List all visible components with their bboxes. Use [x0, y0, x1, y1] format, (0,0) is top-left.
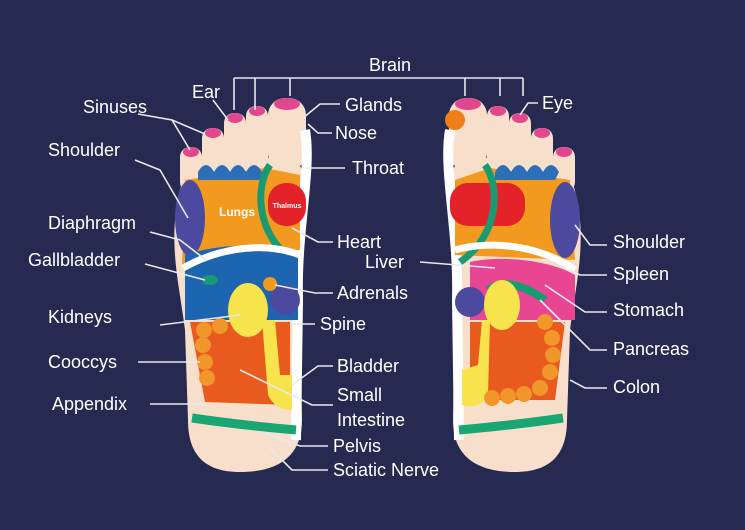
left-foot: Thalmus Lungs — [174, 77, 524, 472]
right-shoulder-label: Shoulder — [613, 232, 685, 252]
neck-region — [198, 165, 262, 180]
kidney-region — [228, 283, 268, 337]
adrenals-label: Adrenals — [337, 283, 408, 303]
eye-label: Eye — [542, 93, 573, 113]
left-shoulder-label: Shoulder — [48, 140, 120, 160]
lungs-label: Lungs — [219, 205, 255, 219]
kidneys-label: Kidneys — [48, 307, 112, 327]
thalmus-label: Thalmus — [273, 203, 302, 210]
small-intestine-label-line1: Small — [337, 385, 382, 405]
heart-region — [450, 183, 525, 226]
ear-label: Ear — [192, 82, 220, 102]
spine-label: Spine — [320, 314, 366, 334]
liver-label: Liver — [365, 252, 404, 272]
leader-lines — [134, 99, 607, 471]
colon-label: Colon — [613, 377, 660, 397]
spleen-label: Spleen — [613, 264, 669, 284]
adrenals-region — [270, 285, 300, 315]
stomach-label: Stomach — [613, 300, 684, 320]
glands-label: Glands — [345, 95, 402, 115]
pelvis-label: Pelvis — [333, 436, 381, 456]
small-intestine-label-line2: Intestine — [337, 410, 405, 430]
appendix-label: Appendix — [52, 394, 127, 414]
diaphragm-label: Diaphragm — [48, 213, 136, 233]
diaphragm-line — [181, 244, 302, 272]
pancreas-label: Pancreas — [613, 339, 689, 359]
right-foot — [445, 98, 581, 472]
shoulder-region — [175, 180, 205, 256]
throat-label: Throat — [352, 158, 404, 178]
liver-region — [185, 245, 298, 320]
colon-beads — [195, 318, 228, 386]
brain-label: Brain — [369, 55, 411, 75]
thalmus-region — [268, 183, 306, 226]
gallbladder-region — [202, 275, 218, 285]
nose-label: Nose — [335, 123, 377, 143]
bladder-region — [262, 320, 292, 410]
heart-label: Heart — [337, 232, 381, 252]
bladder-label: Bladder — [337, 356, 399, 376]
cooccys-label: Cooccys — [48, 352, 117, 372]
gallbladder-label: Gallbladder — [28, 250, 120, 270]
brain-bracket — [233, 77, 524, 110]
sciatic-nerve-label: Sciatic Nerve — [333, 460, 439, 480]
sinuses-label: Sinuses — [83, 97, 147, 117]
